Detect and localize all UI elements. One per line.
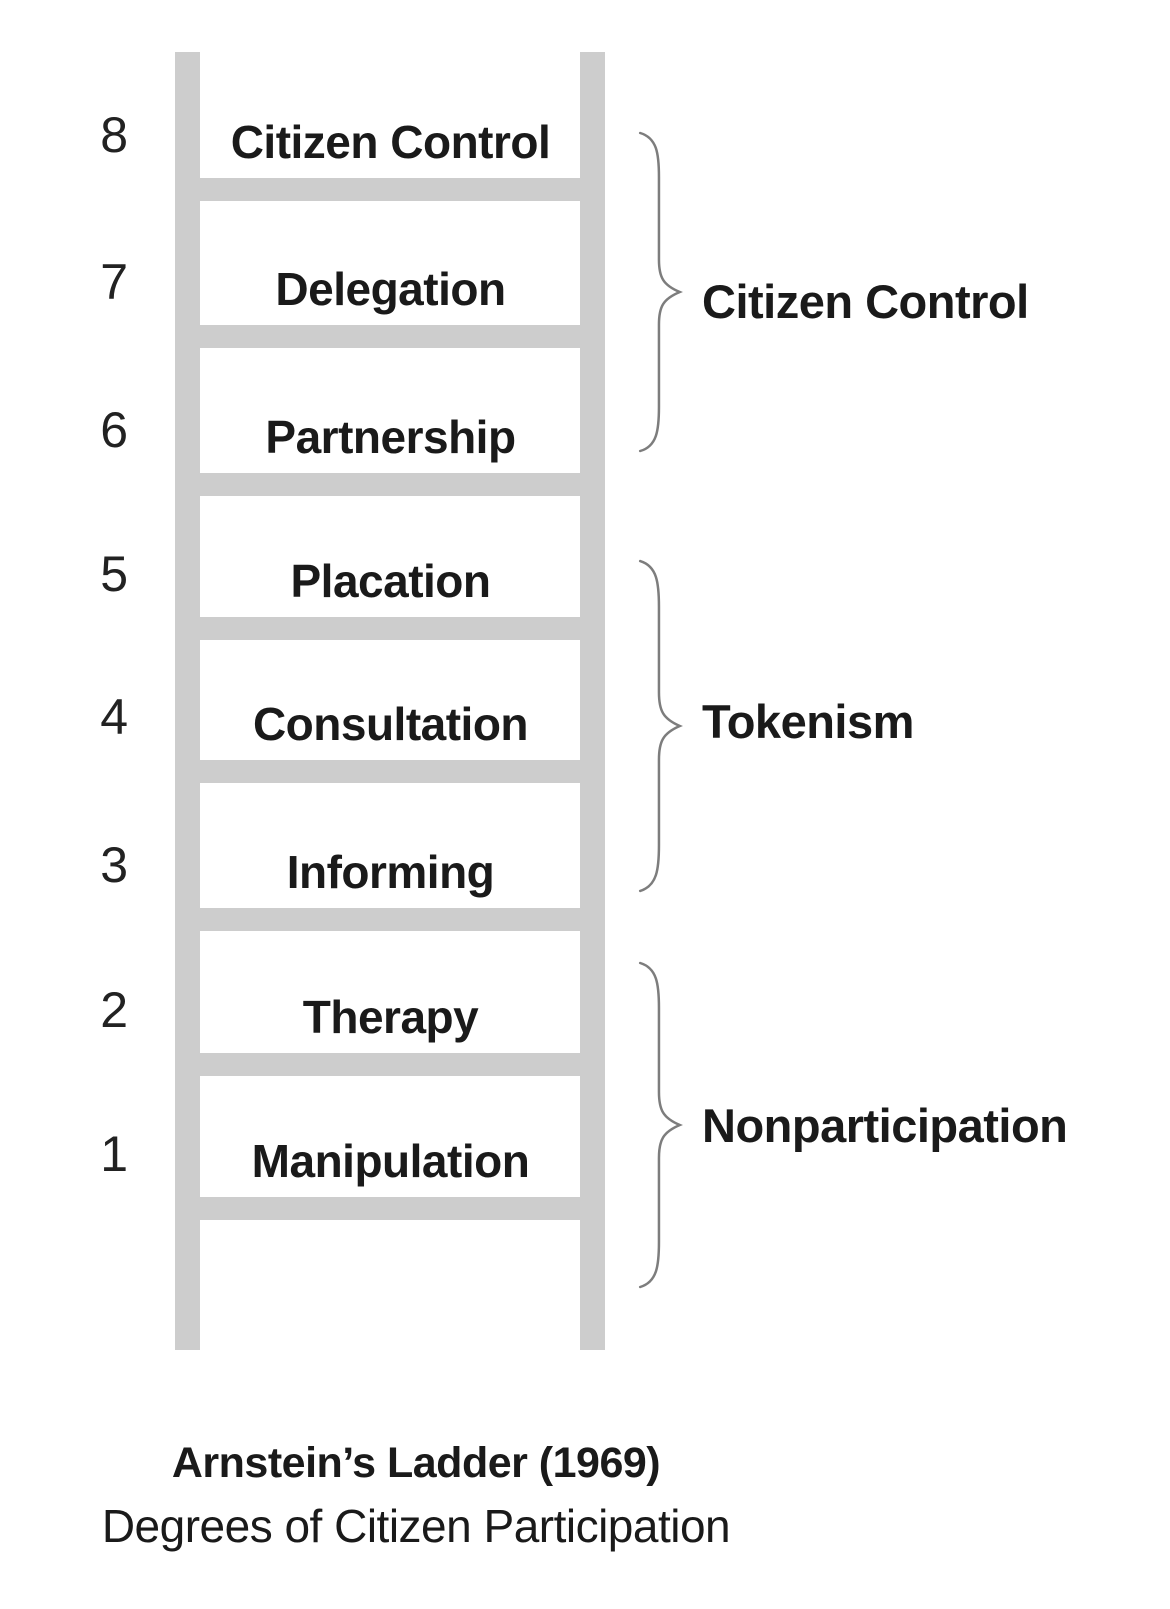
level-number: 6 (100, 402, 128, 458)
group-label-tokenism: Tokenism (702, 695, 914, 748)
level-number: 5 (100, 546, 128, 602)
level-label: Consultation (252, 698, 529, 750)
ladder-level-6: 6 Partnership (0, 347, 605, 473)
ladder-rung (175, 473, 605, 496)
ladder-rung (175, 908, 605, 931)
ladder-level-3: 3 Informing (0, 782, 605, 908)
ladder-rung (175, 760, 605, 783)
level-label: Therapy (302, 991, 479, 1043)
level-number: 8 (100, 107, 128, 163)
group-label-nonparticipation: Nonparticipation (702, 1099, 1068, 1152)
ladder-rung (175, 178, 605, 201)
level-number: 4 (100, 689, 128, 745)
caption-subtitle: Degrees of Citizen Participation (101, 1500, 731, 1552)
level-label: Citizen Control (230, 116, 551, 168)
level-number: 2 (100, 982, 128, 1038)
level-label: Informing (286, 846, 495, 898)
ladder-rung (175, 1197, 605, 1220)
ladder-level-4: 4 Consultation (0, 639, 605, 760)
ladder-rung (175, 325, 605, 348)
ladder-rung (175, 617, 605, 640)
ladder-level-1: 1 Manipulation (0, 1075, 605, 1197)
level-label: Manipulation (251, 1135, 530, 1187)
caption: Arnstein’s Ladder (1969) Degrees of Citi… (16, 1438, 816, 1552)
level-number: 7 (100, 254, 128, 310)
level-label: Delegation (275, 263, 506, 315)
ladder-level-7: 7 Delegation (0, 200, 605, 325)
brace-tokenism (638, 559, 683, 893)
group-label-citizen-control: Citizen Control (702, 275, 1029, 328)
ladder-level-5: 5 Placation (0, 495, 605, 617)
brace-citizen-control (638, 131, 683, 453)
level-label: Partnership (265, 411, 516, 463)
brace-nonparticipation (638, 961, 683, 1289)
ladder-level-8: 8 Citizen Control (0, 52, 605, 178)
caption-title: Arnstein’s Ladder (1969) (171, 1439, 661, 1487)
ladder-rung (175, 1053, 605, 1076)
ladder-right-rail (580, 52, 605, 1350)
level-number: 3 (100, 837, 128, 893)
level-label: Placation (290, 555, 491, 607)
level-number: 1 (100, 1126, 128, 1182)
ladder-level-2: 2 Therapy (0, 930, 605, 1053)
ladder-left-rail (175, 52, 200, 1350)
